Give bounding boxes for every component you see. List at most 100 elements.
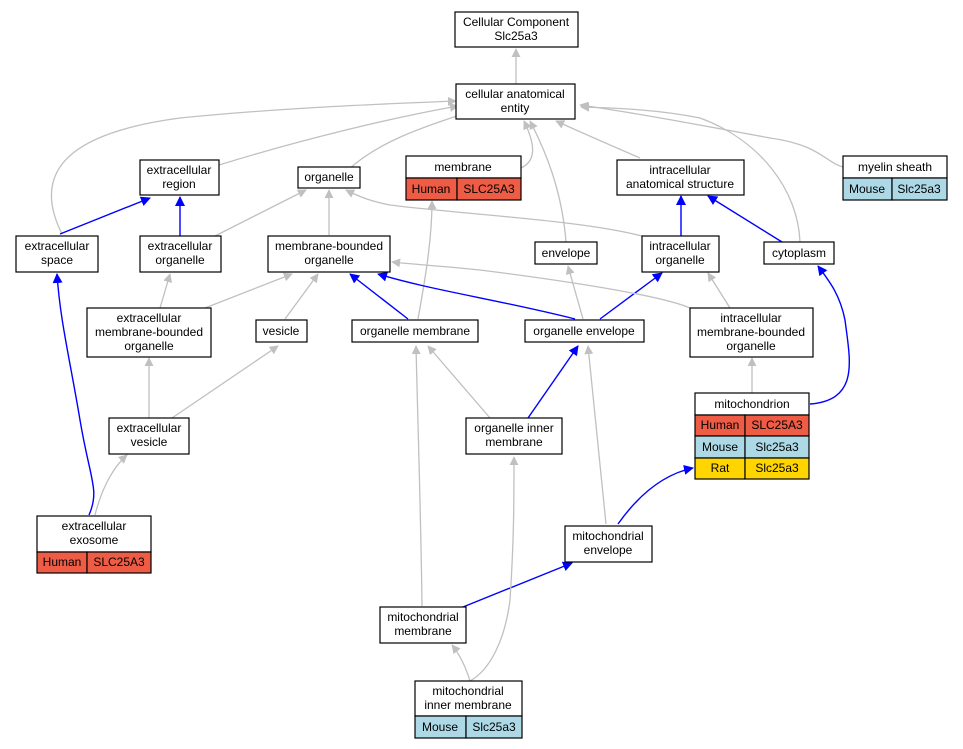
node-label: space xyxy=(41,253,73,267)
edges xyxy=(50,48,850,682)
edge-mm-to-me xyxy=(462,561,573,608)
node-label: Slc25a3 xyxy=(897,182,941,196)
node-label: organelle xyxy=(304,253,354,267)
node-label: extracellular xyxy=(117,311,182,325)
edge-membrane-to-cae xyxy=(520,120,534,169)
node-membrane-bounded-organelle[interactable]: membrane-bounded organelle xyxy=(267,235,391,273)
node-label: Slc25a3 xyxy=(472,720,516,734)
node-label: myelin sheath xyxy=(858,160,932,174)
edge-oim-to-om xyxy=(427,345,491,419)
node-label: intracellular xyxy=(720,311,781,325)
node-organelle-envelope[interactable]: organelle envelope xyxy=(524,319,645,343)
edge-ias-to-cae xyxy=(555,120,641,159)
node-box xyxy=(267,235,391,273)
node-box xyxy=(641,235,720,273)
node-extracellular-membrane-bounded-organelle[interactable]: extracellular membrane-bounded organelle xyxy=(86,307,212,358)
node-cytoplasm[interactable]: cytoplasm xyxy=(763,241,835,265)
edge-oe-to-mbo xyxy=(377,271,576,320)
node-label: mitochondrial xyxy=(572,529,643,543)
edge-cytoplasm-to-ias xyxy=(707,195,783,243)
node-vesicle[interactable]: vesicle xyxy=(255,319,308,343)
node-extracellular-vesicle[interactable]: extracellular vesicle xyxy=(108,417,190,455)
node-box xyxy=(139,235,222,273)
node-label: extracellular xyxy=(62,519,127,533)
edge-envelope-to-cae xyxy=(529,120,567,243)
node-cellular-component[interactable]: Cellular Component Slc25a3 xyxy=(454,11,579,48)
node-mitochondrion[interactable]: mitochondrion Human SLC25A3 Mouse Slc25a… xyxy=(694,392,810,480)
edge-mim-to-oim xyxy=(469,456,519,682)
node-label: mitochondrion xyxy=(714,397,789,411)
edge-om-to-mbo xyxy=(349,273,409,320)
node-label: Human xyxy=(701,418,740,432)
node-membrane[interactable]: membrane Human SLC25A3 xyxy=(405,155,522,201)
node-box xyxy=(534,241,598,265)
node-label: membrane xyxy=(485,435,543,449)
annotation-cell-mito-rat-gene xyxy=(744,457,810,480)
node-box xyxy=(379,606,467,644)
edge-mm-to-om xyxy=(411,345,423,607)
node-envelope[interactable]: envelope xyxy=(534,241,598,265)
node-box xyxy=(454,11,579,48)
node-label: Slc25a3 xyxy=(755,440,799,454)
node-label: Mouse xyxy=(422,720,458,734)
node-extracellular-exosome[interactable]: extracellular exosome Human SLC25A3 xyxy=(36,515,152,574)
node-box xyxy=(297,166,361,189)
node-label: cytoplasm xyxy=(772,246,826,260)
node-cellular-anatomical-entity[interactable]: cellular anatomical entity xyxy=(455,83,576,120)
node-label: intracellular xyxy=(649,163,710,177)
node-label: Human xyxy=(43,555,82,569)
node-label: organelle membrane xyxy=(360,324,470,338)
edge-ecregion-to-cae xyxy=(218,102,459,166)
node-intracellular-anatomical-structure[interactable]: intracellular anatomical structure xyxy=(616,159,745,196)
node-label: extracellular xyxy=(25,239,90,253)
node-label: exosome xyxy=(70,533,119,547)
edge-ecorganelle-to-organelle xyxy=(214,189,307,237)
node-intracellular-organelle[interactable]: intracellular organelle xyxy=(641,235,720,273)
annotation-cell-membrane-human-gene xyxy=(456,177,522,201)
node-label: membrane xyxy=(434,160,492,174)
edge-oim-to-oe xyxy=(527,345,579,419)
node-label: inner membrane xyxy=(424,698,512,712)
node-box xyxy=(524,319,645,343)
node-mitochondrial-inner-membrane[interactable]: mitochondrial inner membrane Mouse Slc25… xyxy=(414,680,523,739)
node-organelle[interactable]: organelle xyxy=(297,166,361,189)
node-extracellular-space[interactable]: extracellular space xyxy=(15,235,99,273)
node-intracellular-membrane-bounded-organelle[interactable]: intracellular membrane-bounded organelle xyxy=(689,307,814,358)
node-label: organelle xyxy=(155,253,205,267)
edge-oe-to-io xyxy=(599,272,663,320)
edge-ecmbo-to-mbo xyxy=(204,272,293,309)
annotation-cell-exosome-human-gene xyxy=(86,551,152,574)
node-extracellular-organelle[interactable]: extracellular organelle xyxy=(139,235,222,273)
edge-cytoplasm-to-cae xyxy=(580,102,801,243)
node-label: vesicle xyxy=(131,435,168,449)
node-label: Cellular Component xyxy=(463,15,570,29)
node-label: Mouse xyxy=(849,182,885,196)
edge-exosome-to-ecspace xyxy=(52,273,95,516)
node-mitochondrial-envelope[interactable]: mitochondrial envelope xyxy=(564,525,653,563)
node-box xyxy=(616,159,745,196)
node-extracellular-region[interactable]: extracellular region xyxy=(139,159,220,196)
node-box xyxy=(763,241,835,265)
edge-mito-to-cytoplasm xyxy=(809,265,850,405)
node-organelle-inner-membrane[interactable]: organelle inner membrane xyxy=(465,417,563,455)
edge-exosome-to-ecvesicle xyxy=(94,454,128,516)
node-myelin-sheath[interactable]: myelin sheath Mouse Slc25a3 xyxy=(842,155,948,201)
node-label: mitochondrial xyxy=(432,684,503,698)
edge-vesicle-to-mbo xyxy=(284,273,319,320)
edge-mim-to-mm xyxy=(451,644,471,682)
node-label: Rat xyxy=(711,461,730,475)
node-label: cellular anatomical xyxy=(465,87,564,101)
edge-imbo-to-io xyxy=(707,272,731,309)
node-label: organelle xyxy=(304,170,354,184)
edge-ecvesicle-to-vesicle xyxy=(171,345,279,419)
node-mitochondrial-membrane[interactable]: mitochondrial membrane xyxy=(379,606,467,644)
node-box xyxy=(255,319,308,343)
node-label: extracellular xyxy=(117,421,182,435)
node-organelle-membrane[interactable]: organelle membrane xyxy=(351,319,479,343)
node-box xyxy=(86,307,212,358)
node-label: organelle envelope xyxy=(533,324,635,338)
node-label: Mouse xyxy=(702,440,738,454)
node-label: intracellular xyxy=(649,239,710,253)
edge-me-to-mito xyxy=(617,464,694,525)
